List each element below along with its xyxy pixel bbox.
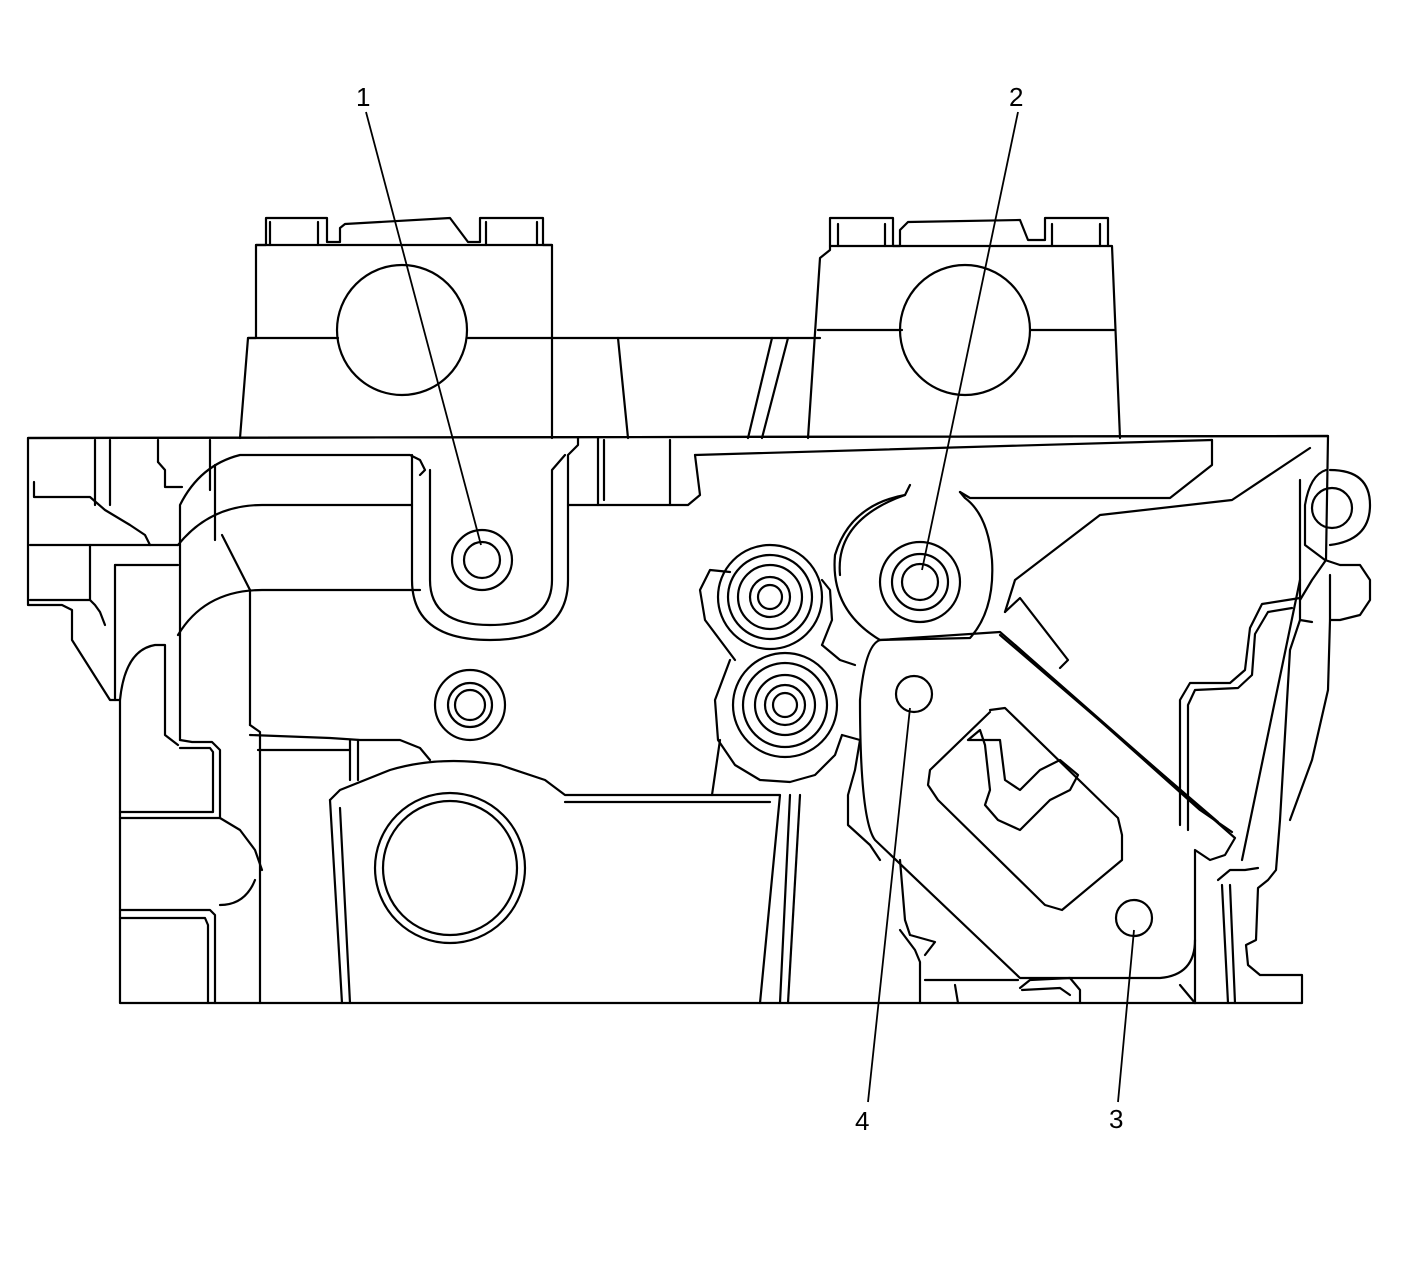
lower-right-passages (846, 478, 1314, 1005)
right-dowel-hole (1310, 486, 1354, 530)
valve-seat-upper (698, 543, 834, 662)
valve-seat-lower (710, 643, 862, 797)
cover-plate (858, 630, 1237, 980)
camshaft-cap-right (806, 216, 1122, 440)
callout-2: 2 (1009, 82, 1023, 112)
lower-bore-block (328, 759, 802, 1005)
right-edge-boss (1288, 468, 1372, 822)
water-passages-left (118, 453, 432, 1005)
bolt-hole-4 (894, 674, 934, 714)
leader-line-2 (921, 111, 1019, 571)
callouts: 1 2 3 4 (356, 82, 1123, 1136)
bolt-hole-1 (462, 540, 502, 580)
camshaft-bore-right (898, 263, 1032, 397)
bolt-boss-upper-right (833, 438, 1312, 670)
leader-line-4 (867, 707, 911, 1103)
callout-1: 1 (356, 82, 370, 112)
bolt-boss-upper-left (410, 436, 1214, 642)
leader-line-1 (365, 111, 482, 546)
callout-4: 4 (855, 1106, 869, 1136)
oil-gallery-boss (433, 668, 507, 742)
cam-carrier-band (550, 336, 822, 440)
camshaft-bore-left (335, 263, 469, 397)
leader-line-3 (1117, 929, 1135, 1103)
lower-bore (381, 799, 519, 937)
bolt-hole-2 (900, 562, 940, 602)
callout-3: 3 (1109, 1104, 1123, 1134)
camshaft-cap-left (238, 216, 554, 440)
leader-lines (365, 111, 1135, 1103)
